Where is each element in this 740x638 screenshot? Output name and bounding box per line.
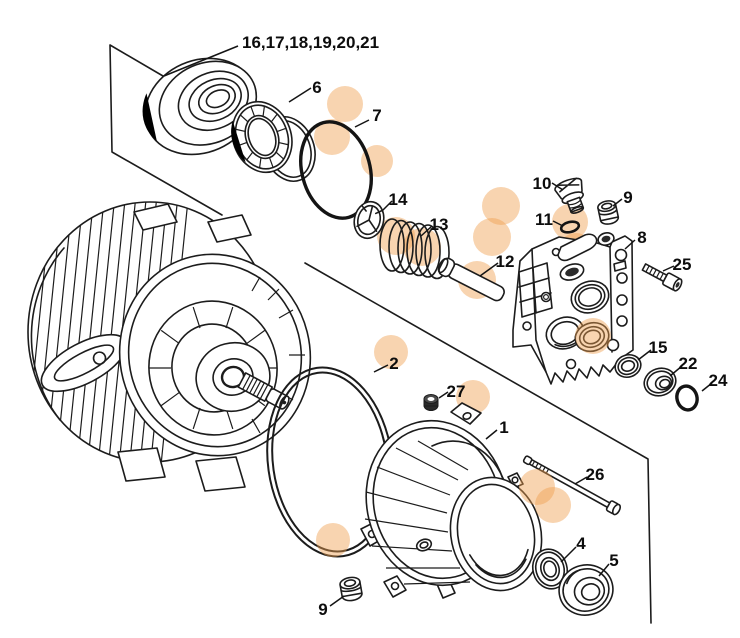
leader-line-14 — [381, 200, 393, 212]
leader-line-7 — [354, 119, 370, 128]
leader-line-1 — [485, 429, 498, 440]
motor-top-tab — [133, 203, 178, 231]
spring — [379, 218, 450, 280]
socket-bolt — [641, 263, 683, 292]
part-label-15: 15 — [649, 338, 668, 357]
pump-cover — [360, 402, 543, 599]
motor-foot — [117, 447, 166, 482]
housing-bore-highlighted — [574, 321, 610, 353]
part-label-5: 5 — [609, 551, 618, 570]
highlight-circle — [535, 487, 571, 523]
nut-27 — [423, 394, 439, 411]
part-label-1: 1 — [499, 418, 508, 437]
callout-labels: 16,17,18,19,20,2167141312101198251522242… — [242, 33, 728, 619]
leader-line-24 — [701, 382, 713, 392]
highlight-circle — [575, 318, 611, 354]
part-label-14: 14 — [389, 190, 408, 209]
motor-top-tab — [207, 214, 252, 243]
housing-top-boss — [557, 233, 598, 262]
leader-line-11 — [552, 220, 564, 227]
leader-line-8 — [624, 239, 636, 250]
part-label-8: 8 — [637, 228, 646, 247]
part-label-group-16-21: 16,17,18,19,20,21 — [242, 33, 379, 52]
highlight-circle — [327, 86, 363, 122]
bearing-22 — [643, 367, 677, 397]
bushing-9-top — [597, 200, 620, 225]
o-ring-24 — [675, 384, 699, 412]
part-label-26: 26 — [586, 465, 605, 484]
pump-housing — [512, 232, 634, 385]
part-label-11: 11 — [535, 210, 553, 229]
electric-motor — [27, 201, 312, 492]
o-ring-11 — [559, 220, 581, 234]
bushing-9-bottom — [339, 576, 363, 602]
piston-pin — [437, 257, 505, 302]
leader-lines — [163, 45, 713, 607]
leader-line-27 — [438, 391, 449, 399]
highlight-circle — [314, 119, 350, 155]
leader-line-6 — [288, 87, 312, 103]
leader-line-group-16-21 — [163, 45, 239, 77]
leader-line-15 — [637, 349, 652, 361]
part-label-4: 4 — [576, 534, 586, 553]
highlight-circle — [316, 523, 350, 557]
highlight-circle — [374, 335, 408, 369]
part-label-7: 7 — [372, 106, 381, 125]
leader-line-4 — [560, 546, 577, 563]
part-label-12: 12 — [496, 252, 515, 271]
part-label-9-bottom: 9 — [318, 600, 327, 619]
seal-15 — [614, 353, 642, 379]
stud-bolt-26 — [522, 455, 622, 516]
leader-line-22 — [669, 365, 683, 377]
part-label-25: 25 — [673, 255, 692, 274]
part-label-9-top: 9 — [623, 188, 632, 207]
frame-border — [109, 44, 652, 624]
part-label-24: 24 — [709, 371, 728, 390]
part-label-10: 10 — [533, 174, 552, 193]
shaft-seal-4 — [531, 548, 569, 590]
motor-foot — [195, 456, 246, 492]
part-label-13: 13 — [430, 215, 449, 234]
housing-port-top — [597, 232, 615, 246]
grooved-disc — [231, 100, 293, 174]
leader-line-9-top — [612, 198, 623, 207]
leader-line-2 — [373, 364, 389, 373]
part-label-27: 27 — [447, 382, 466, 401]
leader-line-25 — [662, 265, 675, 272]
ball-bearing-5 — [558, 564, 614, 616]
highlight-layer-over — [316, 318, 611, 557]
leader-line-10 — [551, 182, 564, 191]
o-ring-7 — [299, 120, 373, 220]
highlight-circle — [377, 217, 415, 255]
highlight-circle — [519, 469, 555, 505]
highlight-circle — [473, 218, 511, 256]
leader-line-9-bottom — [329, 595, 345, 607]
leader-line-12 — [479, 262, 499, 277]
leader-line-5 — [598, 563, 610, 577]
valve-plate — [353, 200, 385, 240]
part-label-6: 6 — [312, 78, 321, 97]
leader-line-13 — [420, 225, 433, 237]
cover-opening — [449, 476, 543, 592]
part-label-22: 22 — [679, 354, 698, 373]
parts-layer — [27, 57, 699, 616]
housing-bore-upper — [570, 280, 610, 314]
highlight-circle — [482, 187, 520, 225]
part-label-2: 2 — [389, 354, 398, 373]
leader-line-26 — [574, 476, 588, 485]
cap-plug — [554, 177, 585, 214]
